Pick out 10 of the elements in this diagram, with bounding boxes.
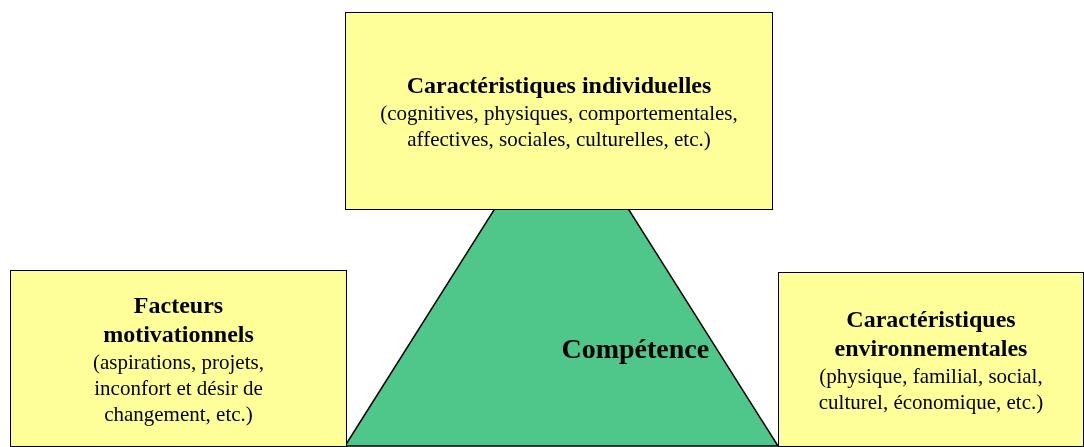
box-description: (physique, familial, social, culturel, économique, etc.) bbox=[817, 362, 1045, 415]
box-description: (aspirations, projets, inconfort et désir de changement, etc.) bbox=[92, 348, 265, 427]
center-label: Compétence bbox=[561, 333, 710, 365]
box-description: (cognitives, physiques, comportementales, affectives, sociales, culturelles, etc.) bbox=[379, 99, 739, 152]
factor-box bbox=[778, 272, 1084, 447]
box-heading: Caractéristiques environnementales bbox=[833, 304, 1029, 363]
factor-box bbox=[10, 270, 347, 447]
box-heading: Facteurs motivationnels bbox=[102, 290, 255, 349]
factor-box bbox=[345, 12, 773, 210]
box-heading: Caractéristiques individuelles bbox=[406, 70, 712, 100]
